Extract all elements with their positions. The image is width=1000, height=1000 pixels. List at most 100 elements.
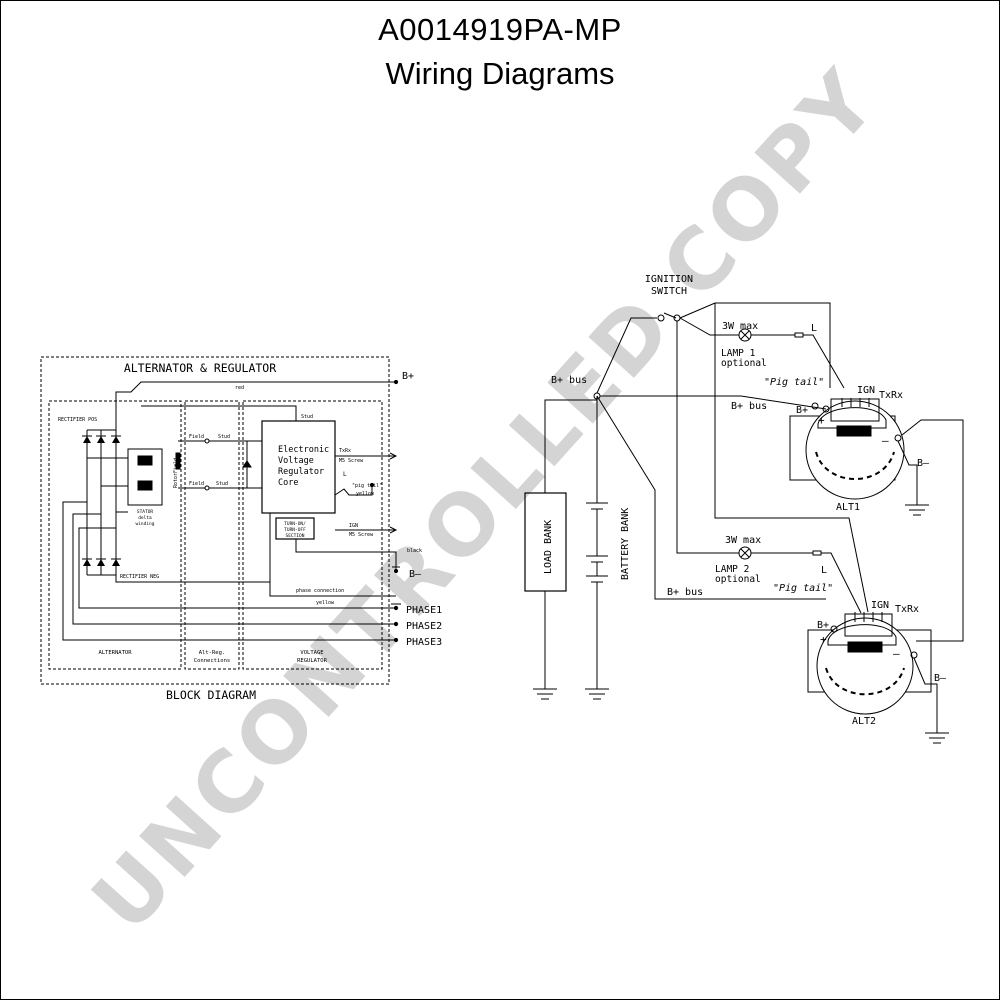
field-connector-top [204,438,210,444]
red-b-plus-wire [115,381,396,430]
plus-1-label: + [818,414,825,427]
l2-label: L [821,565,827,576]
phase3-terminal [393,637,399,643]
stator-taps [87,457,128,513]
battery-bank-label: BATTERY BANK [620,508,631,580]
alt1-alternator [789,398,929,516]
block-diagram: ALTERNATOR & REGULATOR BLOCK DIAGRAM ALT… [40,356,442,702]
alt-cross-wire [714,303,869,613]
plus-2-label: + [820,633,827,646]
terminal-tick-marks [391,566,401,605]
b-bus-2-label: B+ bus [667,587,703,598]
electronic-voltage-regulator-core-box [261,420,336,514]
outer-dashed-box [40,356,390,685]
core-label-2: Voltage [278,456,314,466]
ignition-switch-blade [663,312,677,319]
alt-reg-label-1: Alt-Reg. [199,650,226,656]
alt1-b-plus-wire [600,395,827,410]
alt-reg-label-2: Connections [194,658,230,664]
field-wires [178,440,262,489]
pig-tail-label: "pig tail" [352,483,382,489]
load-bank-ground [533,591,557,700]
rotor-field-coil [175,452,181,470]
field-label-bottom: Field [189,481,204,487]
turn-on-off-section-box [275,517,315,540]
lamp1-icon [738,328,752,342]
ignition-label-2: SWITCH [651,286,687,297]
b-plus-label: B+ [402,371,414,382]
phase-connection-label: phase connection [296,588,344,594]
turn-on-label-3: SECTION [286,533,305,539]
stud-link-wire [141,405,297,421]
rectifier-neg-diodes [83,559,120,566]
lamp1-name-label: LAMP 1 [721,348,756,359]
ign-label: IGN [349,523,358,529]
b-minus-1-label: B– [917,458,930,469]
b-bus-1-label: B+ bus [731,401,767,412]
b-plus-2-label: B+ [817,620,829,631]
alternator-section-label: ALTERNATOR [98,650,132,656]
m5-screw-label-1: M5 Screw [339,458,364,464]
block-diagram-title: ALTERNATOR & REGULATOR [124,361,276,375]
alt1-ign-wire [679,302,831,388]
l-label: L [343,471,347,478]
turn-on-label-1: TURN-ON/ [284,521,306,527]
alt2-alternator [807,612,949,744]
core-label-3: Regulator [278,467,324,477]
txrx-label: TxRx [339,448,351,454]
stator-coil-1 [137,455,153,466]
alt-reg-connections-box [184,400,240,670]
phase2-label: PHASE2 [406,621,442,632]
rotor-field-label: RotorField [173,458,179,488]
lamp2-name-label: LAMP 2 [715,564,749,575]
pig-tail-wires [803,334,862,614]
txrx-link-wire [901,419,964,642]
alt1-label: ALT1 [836,502,860,513]
stud-label-core: Stud [301,414,313,420]
ign2-label: IGN [871,600,889,611]
block-diagram-caption: BLOCK DIAGRAM [166,688,256,702]
rectifier-neg-label: RECTIFIER NEG [120,574,159,580]
txrx1-label: TxRx [879,390,903,401]
document-subtitle: Wiring Diagrams [385,56,615,91]
lamp1-wire [679,317,795,336]
alt2-label: ALT2 [852,716,876,727]
txrx2-label: TxRx [895,604,919,615]
stator-coil-2 [137,480,153,491]
stator-label-1: STATOR [137,509,154,515]
load-bank-top-wire [544,399,597,493]
voltage-regulator-label-1: VOLTAGE [300,650,323,656]
stator-label-3: winding [136,521,155,527]
ignition-contact-left [657,314,665,322]
lamp2-max-label: 3W max [725,535,761,546]
lamp1-optional-label: optional [721,358,767,369]
txrx-arrow [389,452,398,460]
battery-bank [585,396,609,700]
phase1-terminal [393,605,399,611]
stud-label-top: Stud [218,434,230,440]
pig-tail-2-label: "Pig tail" [773,583,833,594]
field-label-top: Field [189,434,204,440]
b-plus-1-label: B+ [796,405,808,416]
red-wire-label: red [235,385,244,391]
b-minus-label: B– [409,569,422,580]
phase3-label: PHASE3 [406,637,442,648]
stator-winding [127,448,163,506]
b-plus-terminal [393,379,399,385]
phase-wires [62,501,396,641]
ignition-feed-wire [596,317,657,394]
b-minus-terminal [393,568,399,574]
yellow-label-2: yellow [316,600,335,606]
lamp1-connector [794,332,804,338]
lamp2-connector [812,550,822,556]
phase1-label: PHASE1 [406,605,442,616]
l-terminal [369,482,375,488]
stator-label-2: delta [138,515,152,521]
freewheel-diode [242,460,252,468]
field-connector-bottom [204,485,210,491]
b-minus-2-label: B– [934,673,947,684]
pig-tail-1-label: "Pig tail" [764,377,824,388]
lamp2-wire [676,321,813,554]
load-bank-label: LOAD BANK [543,520,554,574]
l1-label: L [811,323,817,334]
